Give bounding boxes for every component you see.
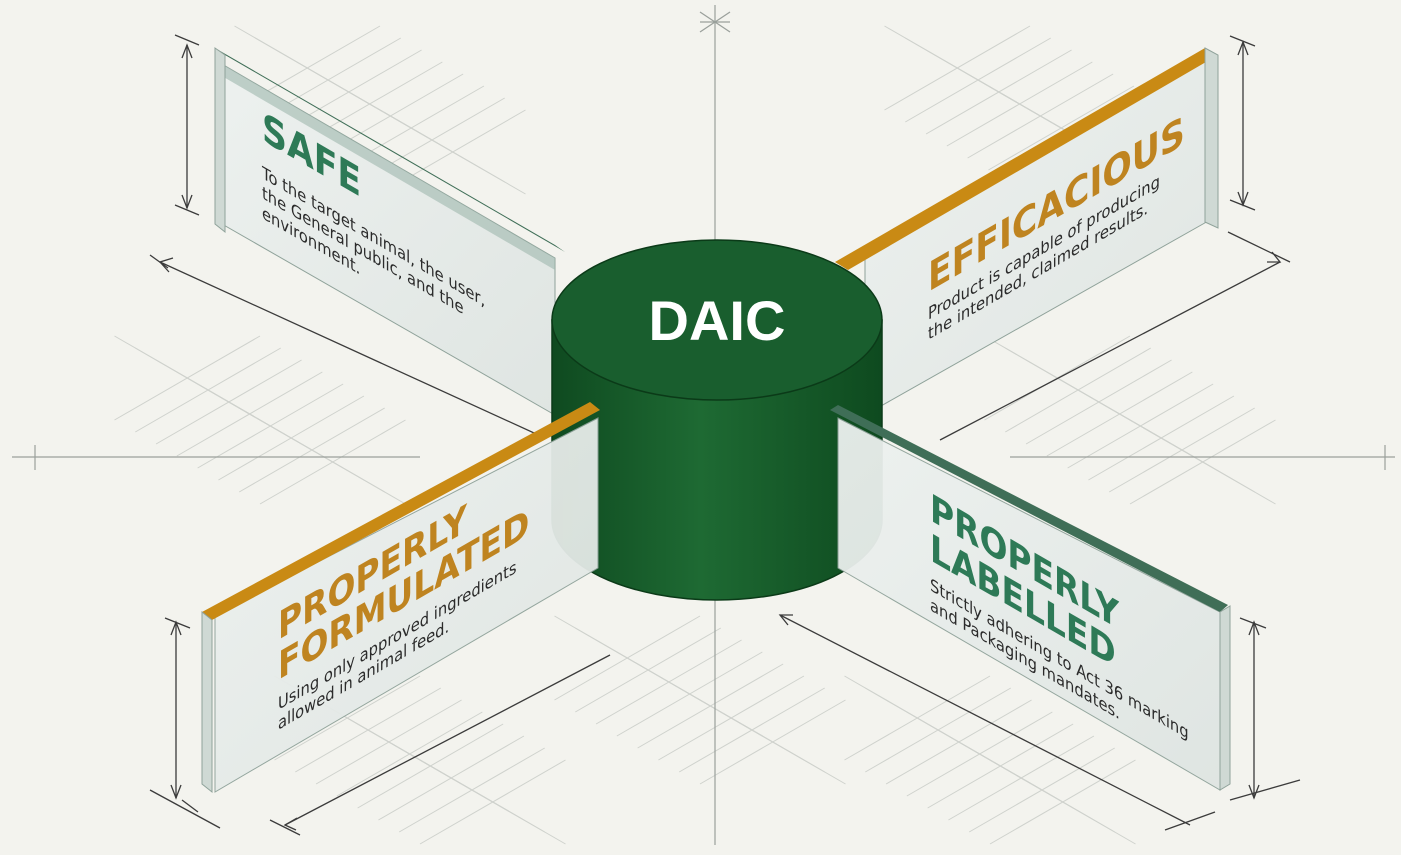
daic-label: DAIC xyxy=(649,289,786,352)
panel-efficacious: EFFICACIOUS Product is capable of produc… xyxy=(835,47,1219,416)
panel-properly-labelled: PROPERLY LABELLED Strictly adhering to A… xyxy=(830,405,1231,791)
panel-properly-formulated: PROPERLY FORMULATED Using only approved … xyxy=(201,402,600,794)
dimension-lines xyxy=(149,34,1301,836)
panel-safe: SAFE To the target animal, the user, the… xyxy=(214,47,565,416)
construction-axes xyxy=(12,5,1395,845)
daic-cylinder: DAIC xyxy=(551,239,883,601)
